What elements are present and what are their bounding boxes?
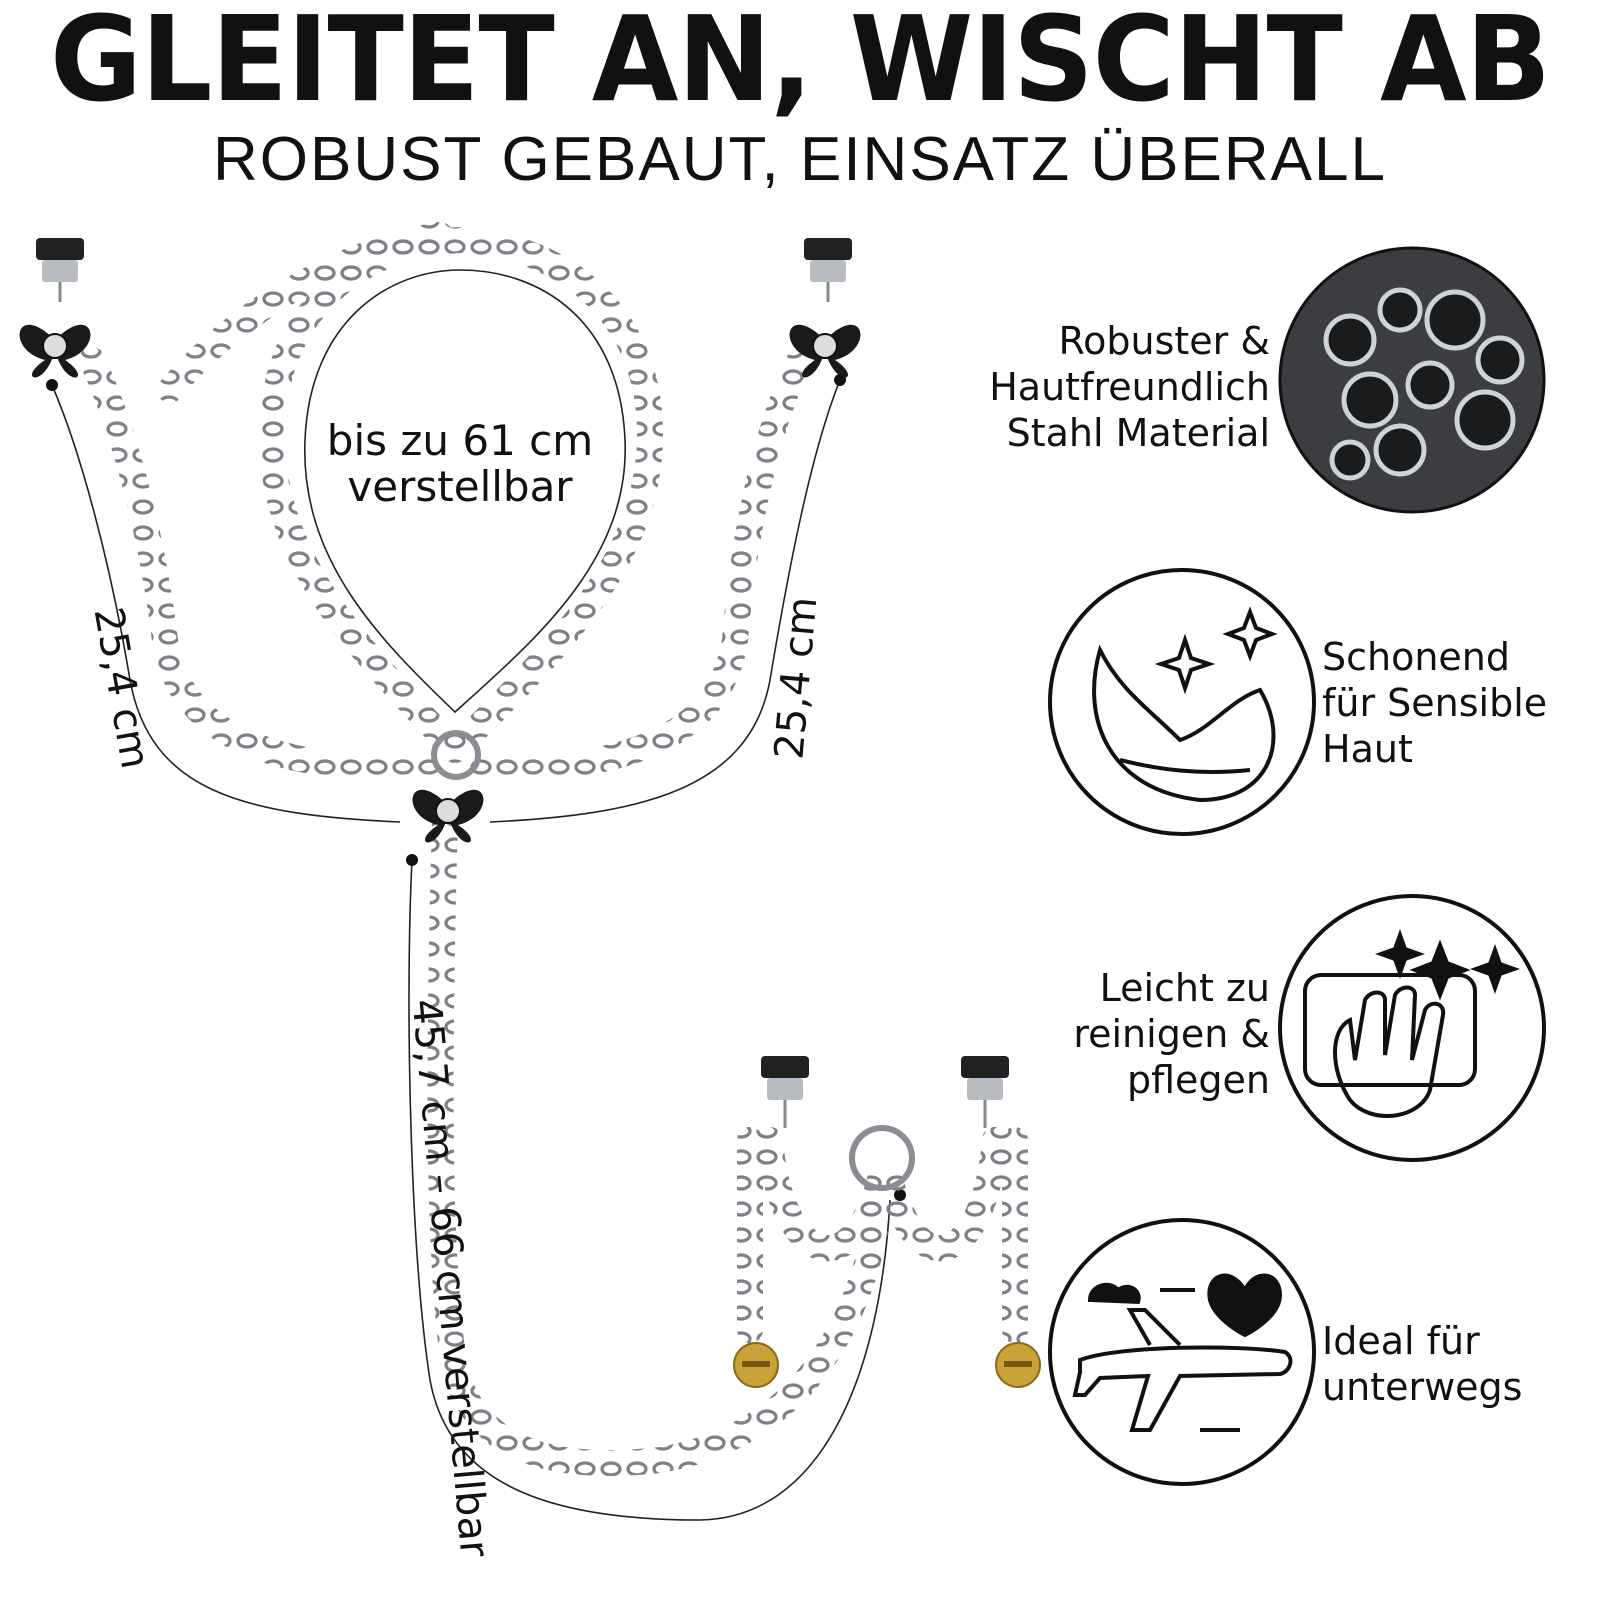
feature-clean-label: Leicht zu reinigen & pflegen — [1073, 966, 1270, 1102]
clamp-bottom-left — [761, 1056, 809, 1128]
cleaning-hand-icon — [1278, 894, 1546, 1162]
steel-tubes-icon — [1278, 246, 1546, 514]
loop-measurement: bis zu 61 cm verstellbar — [300, 418, 620, 510]
page-title: GLEITET AN, WISCHT AB — [50, 0, 1551, 129]
butterfly-charm-right — [789, 324, 861, 378]
clamp-top-left — [36, 238, 84, 302]
main-chain — [427, 807, 893, 1477]
clamp-bottom-right — [961, 1056, 1009, 1128]
travel-airplane-icon — [1048, 1218, 1316, 1486]
butterfly-charm-left — [19, 324, 91, 378]
tail-chain — [157, 222, 453, 403]
bell-right — [995, 1342, 1041, 1388]
loop-chain — [258, 226, 664, 763]
clamp-top-right — [804, 238, 852, 302]
clamps — [36, 238, 1009, 1128]
loop-outline — [304, 269, 626, 714]
bell-left — [733, 1342, 779, 1388]
page-subtitle: ROBUST GEBAUT, EINSATZ ÜBERALL — [213, 125, 1387, 194]
left-arm-chain — [79, 347, 443, 783]
right-arm-guide — [489, 379, 841, 823]
feather-sparkles-icon — [1048, 568, 1316, 836]
feature-skin-label: Schonend für Sensible Haut — [1322, 635, 1548, 771]
o-rings — [431, 730, 915, 1191]
feature-travel-label: Ideal für unterwegs — [1322, 1319, 1523, 1409]
loop-measurement-line-2: verstellbar — [347, 462, 573, 511]
lower-right-chain-b — [877, 1127, 1008, 1262]
left-arm-guide — [51, 384, 401, 823]
chains — [79, 222, 1028, 1477]
feature-icons — [1048, 246, 1546, 1486]
butterfly-charm-center — [412, 789, 484, 843]
loop-measurement-line-1: bis zu 61 cm — [326, 416, 594, 465]
butterfly-charms — [19, 324, 861, 843]
lower-left-chain-b — [757, 1127, 893, 1262]
right-arm-chain — [467, 347, 813, 783]
measurement-guides — [51, 269, 891, 1521]
feature-steel-label: Robuster & Hautfreundlich Stahl Material — [989, 319, 1270, 455]
bells — [733, 1342, 1041, 1388]
main-chain-guide — [408, 859, 891, 1521]
